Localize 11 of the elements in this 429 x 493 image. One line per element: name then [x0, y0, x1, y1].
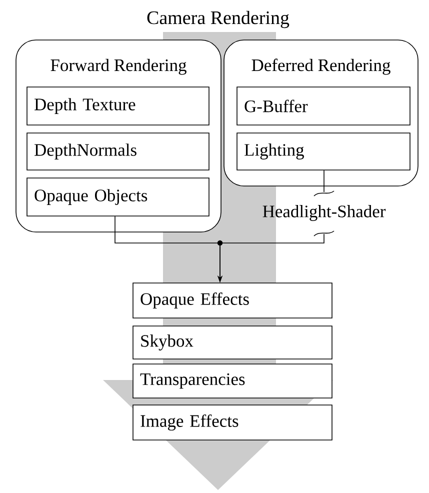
process-box: Depth Texture: [26, 86, 210, 126]
process-box: Opaque Objects: [26, 178, 210, 216]
process-box: G-Buffer: [236, 86, 410, 126]
process-box: Opaque Effects: [132, 282, 332, 318]
process-box: Transparencies: [132, 364, 332, 398]
process-box: Lighting: [236, 132, 410, 170]
process-box: Image Effects: [132, 404, 332, 440]
diagram-title: Camera Rendering: [147, 10, 290, 28]
process-box: Skybox: [132, 326, 332, 360]
process-box: DepthNormals: [26, 132, 210, 170]
edge-label: Headlight-Shader: [262, 205, 386, 221]
